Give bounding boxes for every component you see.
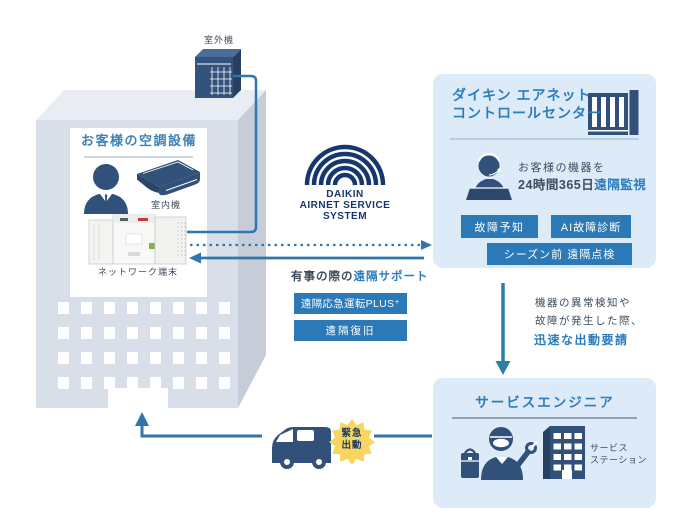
badge-ai-diagnosis: AI故障診断: [551, 215, 631, 238]
business-person-icon: [84, 164, 128, 214]
control-center-title-line2: コントロールセンター: [452, 105, 602, 121]
monitoring-text-line1: お客様の機器を: [518, 162, 606, 174]
monitoring-text-highlight: 遠隔監視: [594, 178, 647, 192]
control-center-title-line1: ダイキン エアネット: [452, 87, 592, 103]
service-station-label-line1: サービス: [590, 443, 629, 453]
monitoring-text-prefix: 24時間365日: [518, 178, 595, 192]
indoor-unit-icon: [137, 160, 200, 196]
indoor-unit-label: 室内機: [150, 200, 182, 210]
service-station-label-line2: ステーション: [590, 455, 647, 465]
badge-remote-recovery: 遠隔復旧: [294, 320, 407, 341]
logo-text-line1: DAIKIN: [326, 189, 364, 200]
badge-emergency-operation: 遠隔応急運転PLUS⁺: [294, 293, 407, 314]
dispatch-note-line1: 機器の異常検知や: [535, 297, 631, 309]
dispatch-route-arrow: [135, 412, 432, 438]
service-van-icon: [272, 427, 331, 469]
badge-preseason-check: シーズン前 遠隔点検: [487, 243, 632, 265]
outdoor-unit-icon: [195, 49, 241, 98]
customer-building-illustration: [36, 90, 266, 408]
operator-icon: [466, 152, 512, 200]
dispatch-note-highlight: 迅速な出動要請: [534, 333, 629, 347]
emergency-badge-line2: 出動: [341, 440, 363, 451]
remote-support-heading-highlight: 遠隔サポート: [353, 271, 429, 283]
remote-support-heading-prefix: 有事の際の: [291, 271, 354, 283]
emergency-starburst: [329, 419, 375, 465]
remote-support-heading: 有事の際の遠隔サポート: [291, 271, 429, 285]
engineer-icon: [461, 427, 538, 480]
outdoor-unit-label: 室外機: [203, 35, 235, 45]
monitoring-text-line2: 24時間365日遠隔監視: [518, 178, 646, 193]
emergency-badge-line1: 緊急: [341, 428, 363, 439]
monitoring-dotted-arrow: [190, 240, 432, 250]
service-engineer-title: サービスエンジニア: [475, 395, 615, 410]
customer-panel-title: お客様の空調設備: [80, 133, 198, 148]
logo-text-line2: AIRNET SERVICE: [299, 200, 391, 211]
remote-support-arrow: [189, 252, 424, 264]
airnet-logo-arcs: [304, 144, 386, 186]
dispatch-note-line2: 故障が発生した際、: [535, 315, 643, 327]
outdoor-unit-cable: [187, 74, 258, 234]
network-terminal-label: ネットワーク端末: [97, 267, 179, 277]
network-terminal-image: [88, 214, 187, 265]
logo-text-line3: SYSTEM: [322, 211, 368, 222]
building-entrance: [108, 388, 168, 408]
building-windows: [58, 302, 231, 390]
control-center-building-icon: [588, 90, 639, 135]
dispatch-request-arrow: [495, 283, 511, 375]
service-station-icon: [543, 426, 585, 479]
badge-failure-prediction: 故障予知: [461, 215, 538, 238]
